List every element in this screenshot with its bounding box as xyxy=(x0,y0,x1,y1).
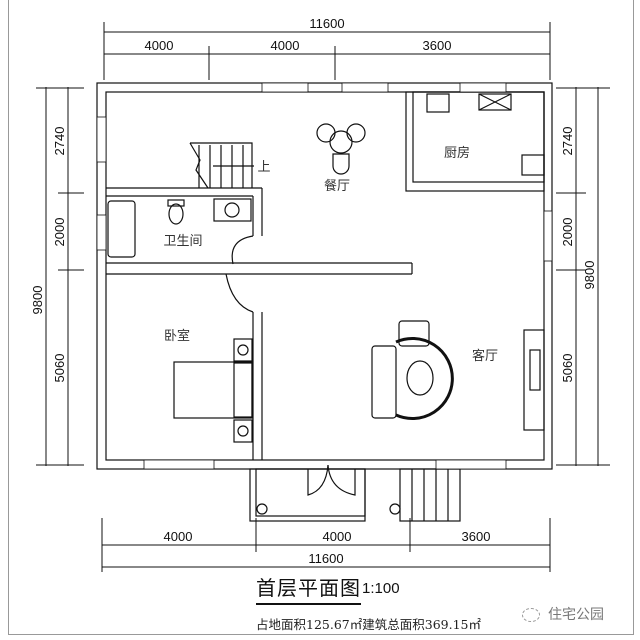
dim-right-seg-3: 5060 xyxy=(560,354,575,383)
dim-top-seg-2: 4000 xyxy=(271,38,300,53)
dim-top-seg-3: 3600 xyxy=(423,38,452,53)
room-label-living: 客厅 xyxy=(472,348,498,364)
dim-bottom-total: 11600 xyxy=(308,551,343,566)
watermark-text: 住宅公园 xyxy=(548,607,604,623)
dim-bottom-seg-1: 4000 xyxy=(164,529,193,544)
dim-left-seg-1: 2740 xyxy=(52,127,67,156)
area-summary: 占地面积125.67㎡建筑总面积369.15㎡ xyxy=(256,617,481,632)
dim-left-seg-2: 2000 xyxy=(52,218,67,247)
plan-scale: 1:100 xyxy=(362,580,400,597)
room-label-bedroom: 卧室 xyxy=(164,328,190,344)
dim-top-seg-1: 4000 xyxy=(145,38,174,53)
watermark: 住宅公园 xyxy=(522,604,604,624)
stair-up-label: 上 xyxy=(257,160,270,175)
room-label-bathroom: 卫生间 xyxy=(163,234,202,249)
plan-title: 首层平面图 xyxy=(256,572,361,605)
dim-bottom-seg-3: 3600 xyxy=(462,529,491,544)
dim-left-seg-3: 5060 xyxy=(52,354,67,383)
dim-top-total: 11600 xyxy=(309,16,344,31)
drawing-frame xyxy=(8,0,634,635)
room-label-kitchen: 厨房 xyxy=(444,145,470,161)
dim-right-total: 9800 xyxy=(582,261,597,290)
wechat-icon xyxy=(522,608,540,622)
dim-right-seg-1: 2740 xyxy=(560,127,575,156)
room-label-dining: 餐厅 xyxy=(324,178,350,194)
dim-right-seg-2: 2000 xyxy=(560,218,575,247)
dim-left-total: 9800 xyxy=(30,286,45,315)
dim-bottom-seg-2: 4000 xyxy=(323,529,352,544)
